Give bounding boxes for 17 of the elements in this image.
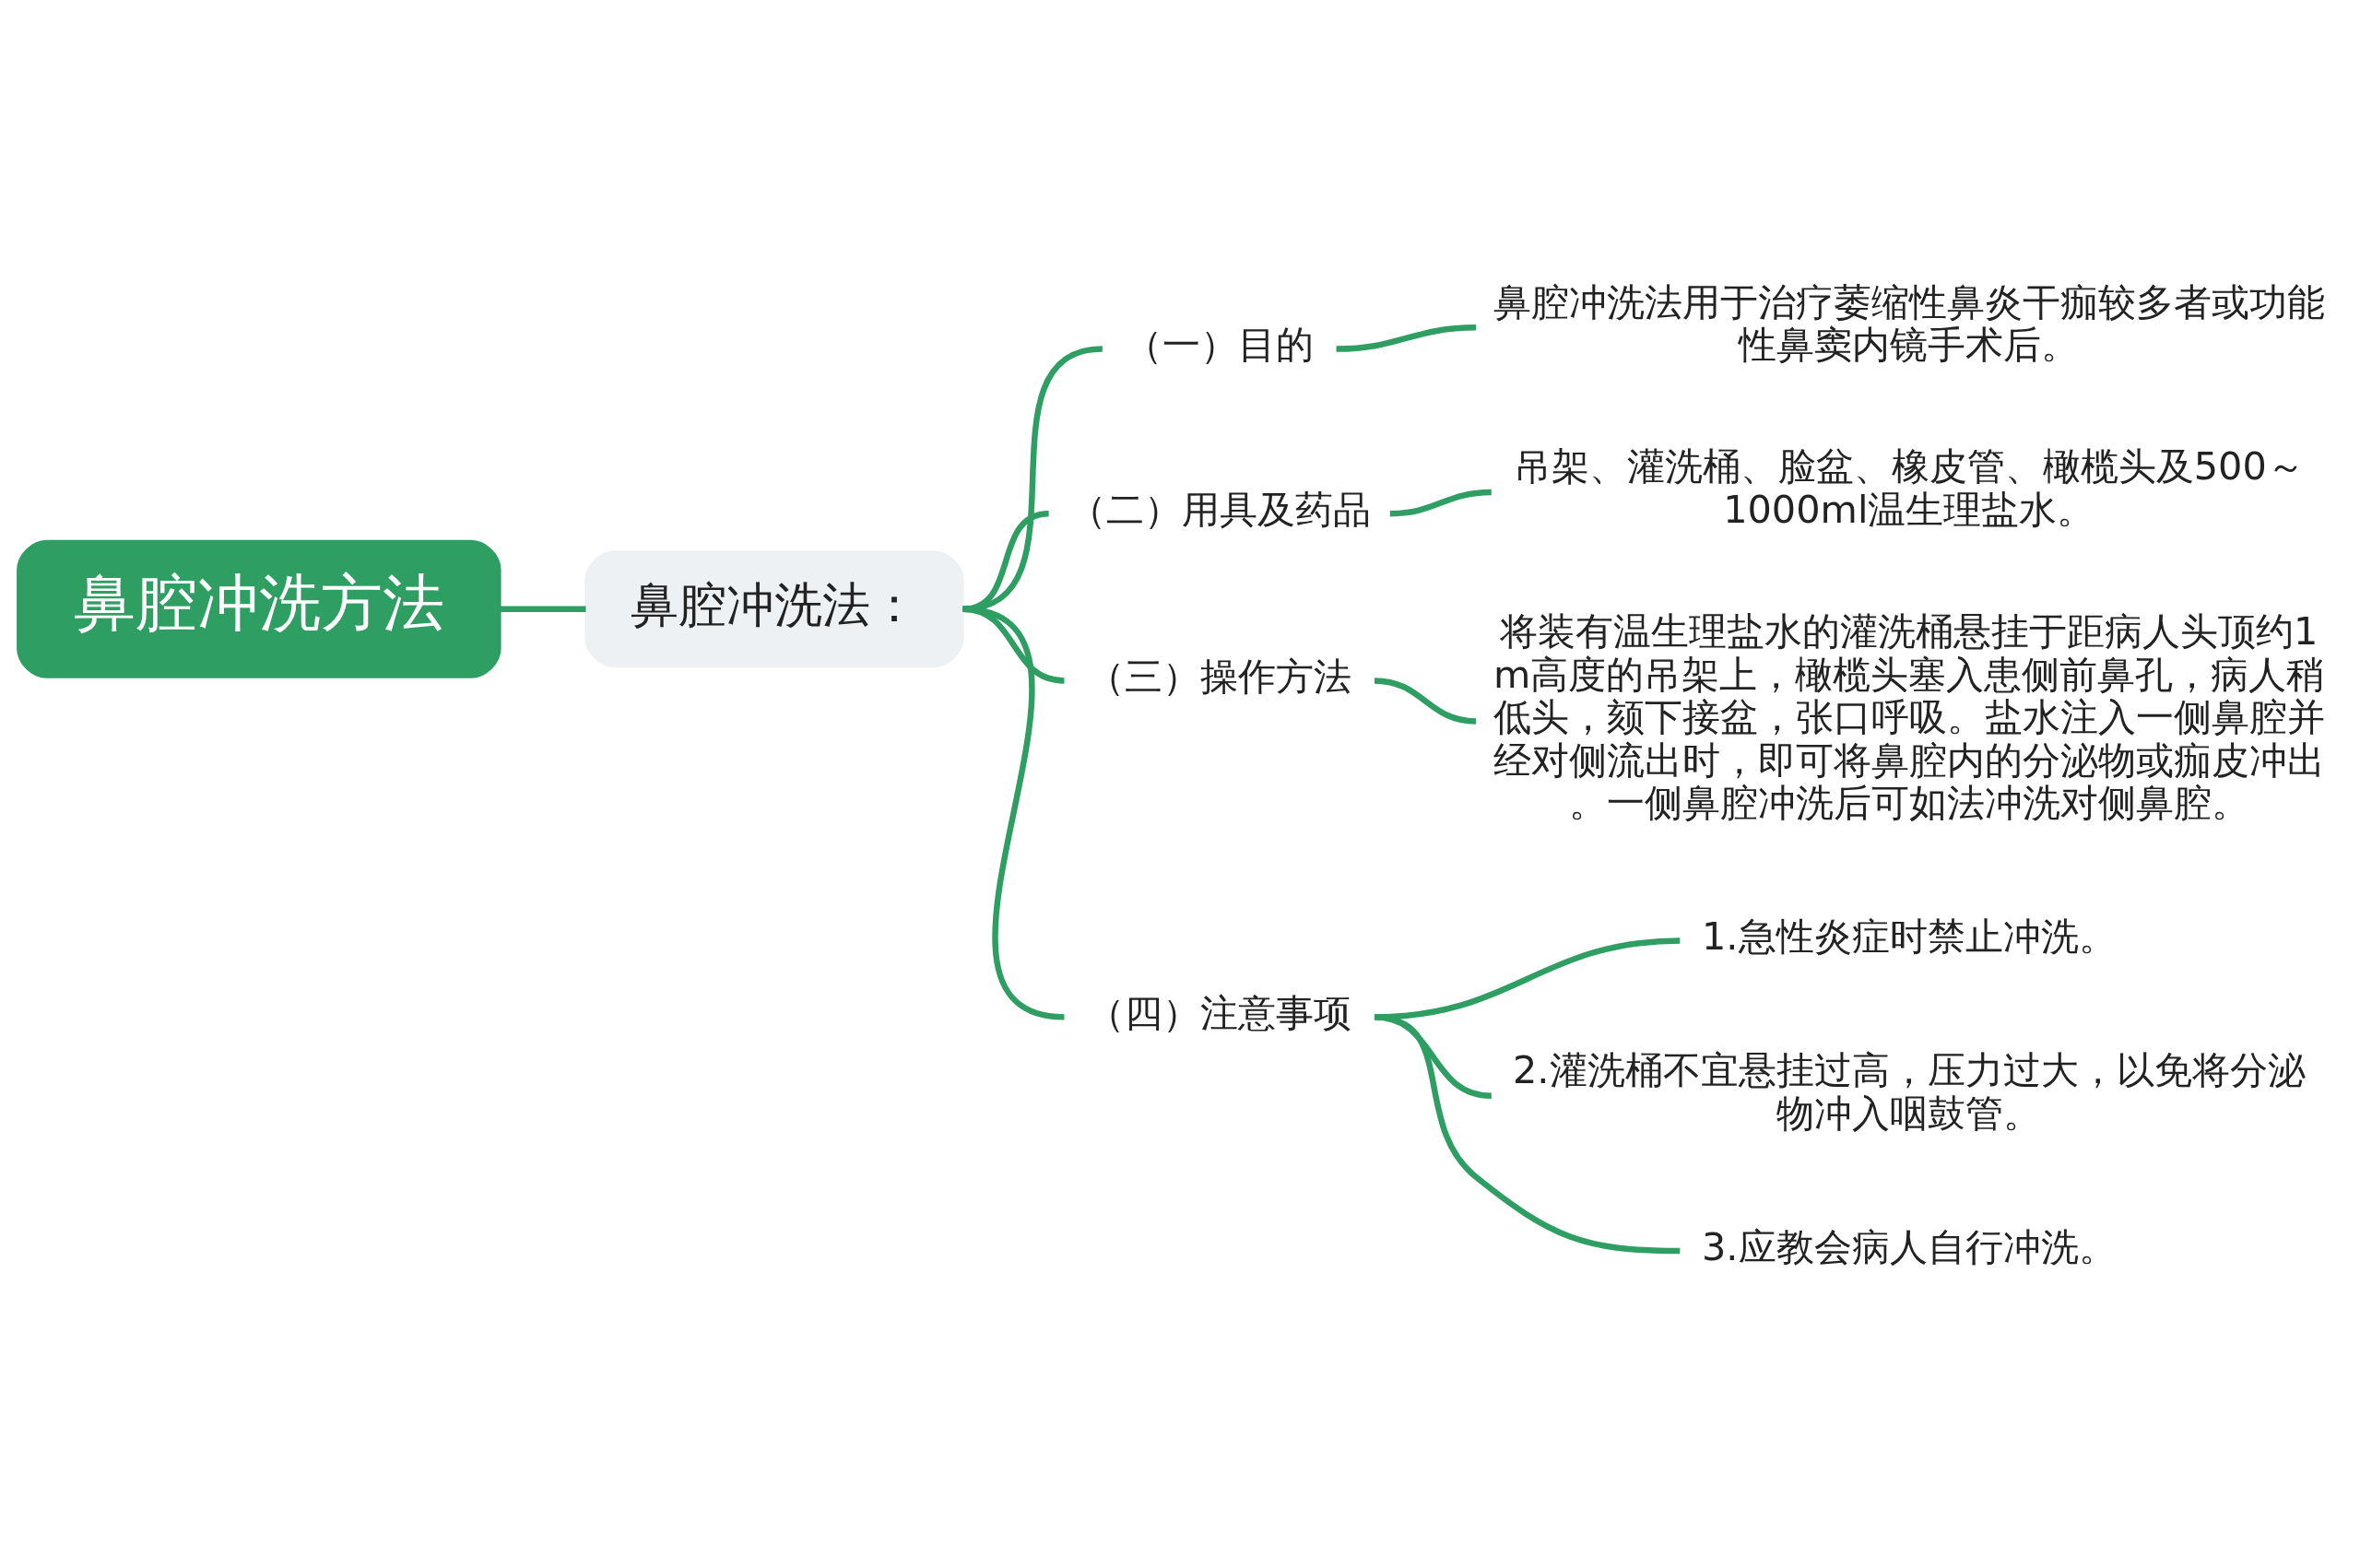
connector [962,606,1066,1020]
connector [1336,324,1477,352]
node-text: （四）注意事项 [1087,990,1352,1035]
node-text: （一）目的 [1125,322,1315,367]
node-box: 鼻腔冲洗法： [584,549,964,667]
connector [1374,677,1477,725]
connector [1374,1013,1681,1254]
node-text: 2.灌洗桶不宜悬挂过高，压力过大，以免将分泌物冲入咽鼓管。 [1513,1047,2306,1136]
node-text: 鼻腔冲洗法用于治疗萎缩性鼻炎干痂较多者或功能性鼻窦内镜手术后。 [1493,279,2325,367]
node-text: （三）操作方法 [1087,654,1352,699]
node-box: 鼻腔冲洗方法 [17,539,502,678]
node-text: 3.应教会病人自行冲洗。 [1702,1224,2117,1269]
node-text: （二）用具及药品 [1068,487,1371,532]
node-text: 将装有温生理盐水的灌洗桶悬挂于距病人头顶约1m高度的吊架上，橄榄头塞入患侧前鼻孔，病人稍低头，颏下接盆，张口呼吸。盐水注入一侧鼻腔并经对侧流出时，即可将鼻腔内的分泌物或痂皮冲出。一侧鼻腔冲洗后可如法冲洗对侧鼻腔。 [1493,608,2325,825]
node-text: 吊架、灌洗桶、脸盆、橡皮管、橄榄头及500～1000ml温生理盐水。 [1513,443,2305,532]
node-text: 1.急性炎症时禁止冲洗。 [1702,914,2117,959]
connector [500,606,586,612]
